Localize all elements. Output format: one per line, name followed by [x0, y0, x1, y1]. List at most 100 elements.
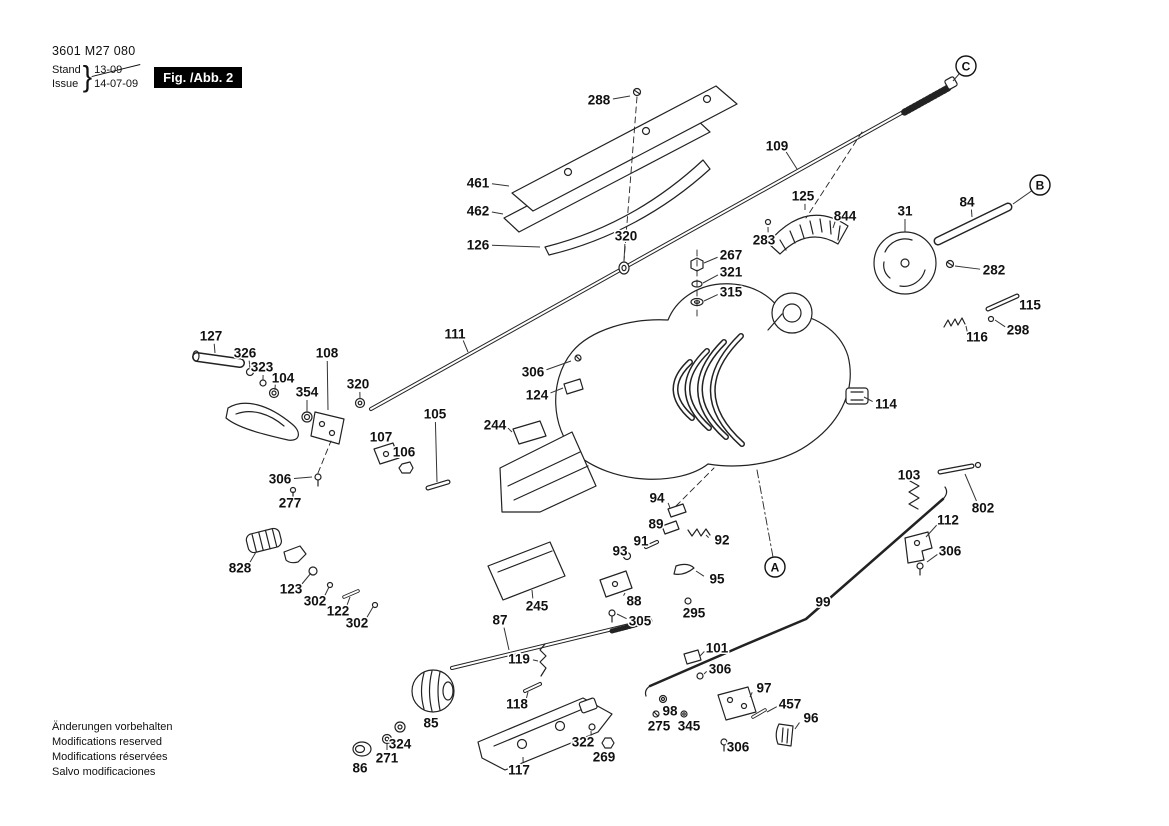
- leader-line: [863, 396, 873, 403]
- ref-circle-B: B: [1012, 174, 1051, 205]
- part-callout-322: 322: [572, 735, 595, 750]
- part-callout-283: 283: [753, 233, 776, 248]
- part-callout-105: 105: [424, 407, 447, 422]
- leader-line: [248, 360, 251, 370]
- part-callout-114: 114: [875, 397, 897, 412]
- screw-283: [764, 218, 772, 226]
- turntable-wheel: [873, 231, 937, 295]
- part-callout-123: 123: [280, 582, 303, 597]
- part-callout-99: 99: [815, 595, 830, 610]
- leader-line: [366, 606, 374, 618]
- part-callout-326: 326: [234, 346, 257, 361]
- part-callout-115: 115: [1019, 298, 1041, 313]
- part-callout-457: 457: [779, 697, 802, 712]
- part-callout-106: 106: [393, 445, 416, 460]
- part-callout-288: 288: [588, 93, 611, 108]
- leader-line: [503, 627, 510, 651]
- lock-lever-parts: [599, 503, 711, 623]
- part-callout-462: 462: [467, 204, 490, 219]
- part-callout-125: 125: [792, 189, 815, 204]
- issue-label: Issue: [52, 78, 79, 90]
- footer-line-de: Änderungen vorbehalten: [52, 721, 173, 733]
- part-callout-267: 267: [720, 248, 743, 263]
- part-callout-111: 111: [444, 327, 466, 342]
- part-callout-112: 112: [937, 513, 959, 528]
- part-callout-97: 97: [756, 681, 771, 696]
- detent-parts: [904, 461, 982, 576]
- part-callout-244: 244: [484, 418, 507, 433]
- leader-line: [623, 243, 626, 262]
- leader-line: [532, 659, 539, 662]
- stop-bracket-parts: [652, 686, 794, 752]
- part-callout-109: 109: [766, 139, 789, 154]
- leader-line: [952, 73, 960, 82]
- small-parts-right: [943, 259, 1020, 328]
- leader-line: [546, 360, 572, 371]
- angle-scale: [764, 214, 849, 255]
- cover-plates: [487, 354, 584, 601]
- part-callout-87: 87: [492, 613, 507, 628]
- ref-letter-B: B: [1036, 179, 1045, 193]
- leader-line: [925, 524, 938, 538]
- part-callout-305: 305: [629, 614, 652, 629]
- part-callout-315: 315: [720, 285, 743, 300]
- part-callout-298: 298: [1007, 323, 1030, 338]
- knob-cluster: [245, 527, 379, 609]
- footer-line-es: Salvo modificaciones: [52, 766, 156, 778]
- brace-glyph: }: [82, 60, 93, 93]
- footer: Änderungen vorbehalten Modifications res…: [52, 720, 172, 780]
- guide-rod: [369, 76, 958, 411]
- leader-line: [491, 244, 541, 248]
- leader-line: [491, 211, 504, 215]
- part-callout-345: 345: [678, 719, 701, 734]
- part-callout-306: 306: [522, 365, 545, 380]
- leader-line: [785, 151, 798, 170]
- part-callout-306: 306: [939, 544, 962, 559]
- part-callout-324: 324: [389, 737, 412, 752]
- leader-line: [462, 340, 469, 353]
- leader-line: [616, 613, 627, 620]
- leader-line: [491, 183, 510, 187]
- part-callout-89: 89: [648, 517, 663, 532]
- ref-circle-C: C: [952, 55, 977, 82]
- part-callout-31: 31: [897, 204, 913, 219]
- part-callout-95: 95: [709, 572, 725, 587]
- part-number: 3601 M27 080: [52, 44, 136, 58]
- clamp-lever-assembly: [192, 350, 451, 499]
- leader-line: [612, 95, 631, 100]
- leader-line: [705, 534, 709, 538]
- link-rod: [644, 486, 948, 697]
- figure-label: Fig. /Abb. 2: [154, 66, 243, 88]
- washer-320: [618, 261, 630, 275]
- leader-line: [965, 325, 968, 332]
- part-callout-107: 107: [370, 430, 393, 445]
- leader-lines: [213, 95, 1006, 763]
- part-callout-119: 119: [508, 652, 530, 667]
- part-callout-323: 323: [251, 360, 274, 375]
- part-callout-320: 320: [347, 377, 370, 392]
- leader-line: [994, 319, 1006, 328]
- part-callout-306: 306: [727, 740, 750, 755]
- part-callout-320: 320: [615, 229, 638, 244]
- leader-line: [832, 221, 836, 229]
- part-callout-269: 269: [593, 750, 616, 765]
- leader-line: [766, 706, 778, 713]
- leader-line: [794, 722, 800, 730]
- leader-line: [695, 570, 705, 577]
- fence-assembly: [503, 85, 738, 256]
- part-callout-103: 103: [898, 468, 921, 483]
- leader-line: [550, 387, 564, 394]
- part-callout-116: 116: [966, 330, 988, 345]
- knob-114: [845, 387, 869, 405]
- leader-line: [531, 589, 534, 599]
- issue-value: 14-07-09: [94, 78, 139, 90]
- leader-line: [667, 502, 671, 509]
- part-callout-84: 84: [959, 195, 975, 210]
- leader-line: [326, 360, 329, 411]
- leader-line: [964, 473, 977, 502]
- leader-line: [507, 427, 513, 433]
- part-callout-98: 98: [662, 704, 678, 719]
- part-callout-282: 282: [983, 263, 1006, 278]
- part-callout-91: 91: [633, 534, 649, 549]
